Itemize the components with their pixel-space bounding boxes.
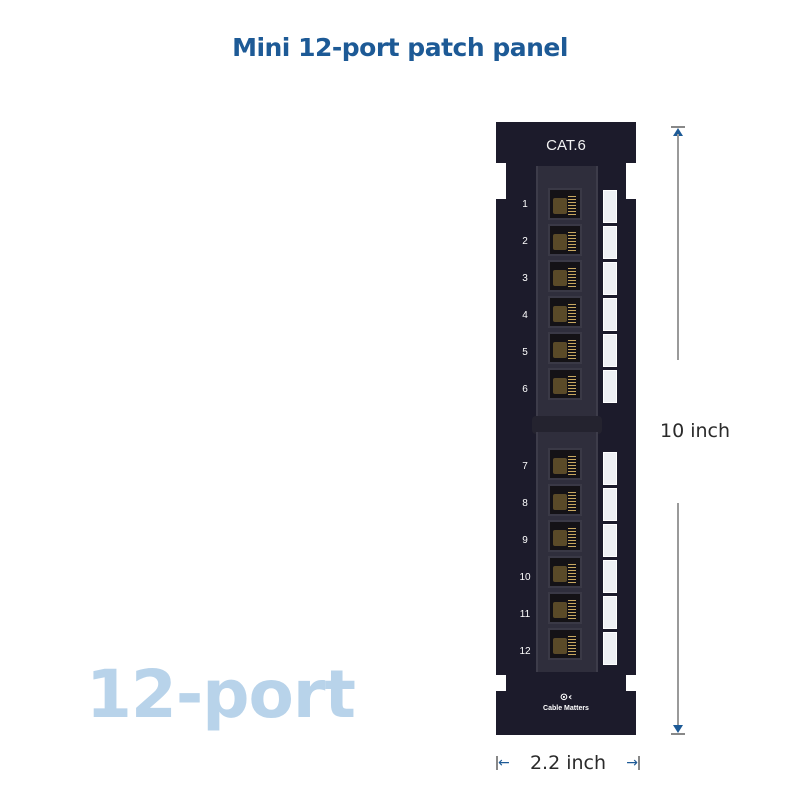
port-count-label: 12-port (86, 656, 356, 733)
category-label: CAT.6 (546, 137, 586, 154)
module-divider (532, 416, 602, 434)
mount-notch (626, 675, 636, 691)
label-tag (603, 524, 617, 557)
port-number: 3 (522, 273, 528, 284)
brand-logo: ⊙‹ Cable Matters (496, 692, 636, 712)
port-number: 4 (522, 310, 528, 321)
mount-notch (626, 163, 636, 199)
port-number: 12 (519, 646, 531, 657)
rj45-jack-icon (548, 592, 582, 624)
port-number: 9 (522, 535, 528, 546)
port-number: 5 (522, 347, 528, 358)
port-number: 6 (522, 384, 528, 395)
label-tag (603, 190, 617, 223)
rj45-jack-icon (548, 520, 582, 552)
label-tag (603, 226, 617, 259)
rj45-jack-icon (548, 368, 582, 400)
label-tag (603, 560, 617, 593)
rj45-jack-icon (548, 332, 582, 364)
label-tag (603, 262, 617, 295)
rj45-jack-icon (548, 556, 582, 588)
dimension-line (677, 134, 679, 360)
mount-notch (496, 163, 506, 199)
rj45-jack-icon (548, 448, 582, 480)
dimension-cap (671, 126, 685, 128)
page-title: Mini 12-port patch panel (232, 33, 568, 62)
arrow-up-icon (673, 128, 683, 136)
label-tag (603, 488, 617, 521)
rj45-jack-icon (548, 260, 582, 292)
rj45-jack-icon (548, 484, 582, 516)
label-tag (603, 298, 617, 331)
width-dimension: ← 2.2 inch → (496, 752, 640, 774)
port-number: 10 (519, 572, 531, 583)
arrow-left-icon: ← (496, 755, 510, 771)
label-tag (603, 452, 617, 485)
label-tag (603, 334, 617, 367)
width-dimension-label: 2.2 inch (529, 752, 607, 774)
height-dimension-label: 10 inch (660, 420, 731, 442)
cable-matters-logo-icon: ⊙‹ (559, 692, 573, 703)
arrow-down-icon (673, 725, 683, 733)
jack-module-bottom (536, 432, 598, 672)
dimension-line (677, 503, 679, 725)
arrow-right-icon: → (626, 755, 640, 771)
rj45-jack-icon (548, 628, 582, 660)
port-number: 7 (522, 461, 528, 472)
patch-panel: CAT.6 1 2 3 4 5 6 7 8 9 10 11 12 ⊙‹ Cabl… (496, 122, 636, 735)
label-tag (603, 370, 617, 403)
port-number: 11 (519, 609, 531, 620)
mount-notch (496, 675, 506, 691)
label-tag (603, 632, 617, 665)
dimension-cap (671, 733, 685, 735)
brand-name: Cable Matters (543, 705, 589, 712)
rj45-jack-icon (548, 188, 582, 220)
rj45-jack-icon (548, 224, 582, 256)
port-number: 8 (522, 498, 528, 509)
port-number: 1 (522, 199, 528, 210)
rj45-jack-icon (548, 296, 582, 328)
jack-module-top (536, 166, 598, 418)
port-number: 2 (522, 236, 528, 247)
label-tag (603, 596, 617, 629)
